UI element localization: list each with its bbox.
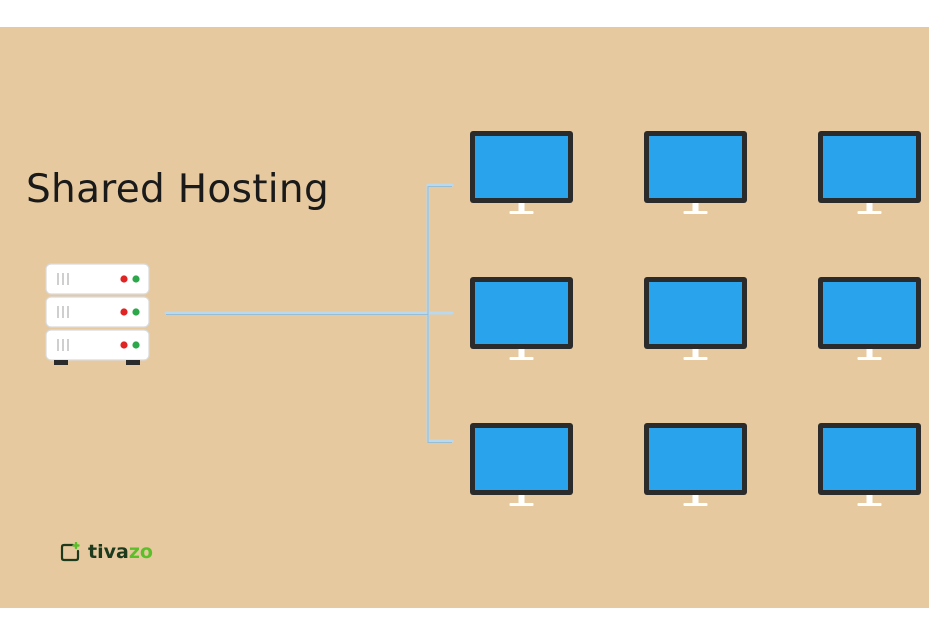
monitor-base xyxy=(683,503,708,506)
monitor-icon xyxy=(470,131,573,214)
monitor-icon xyxy=(818,131,921,214)
status-led-red xyxy=(120,341,128,349)
server-unit xyxy=(45,296,150,328)
status-led-red xyxy=(120,275,128,283)
logo-text-tiva: tiva xyxy=(88,541,129,563)
monitor-base xyxy=(683,357,708,360)
monitor-icon xyxy=(818,423,921,506)
monitor-stand xyxy=(866,349,873,358)
diagram-canvas: Shared Hosting tivazo xyxy=(0,27,929,608)
client-monitors xyxy=(470,131,921,506)
monitor-base xyxy=(509,357,534,360)
server-foot xyxy=(126,360,140,365)
shared-hosting-diagram xyxy=(45,131,921,506)
status-led-green xyxy=(132,275,140,283)
status-led-green xyxy=(132,341,140,349)
status-led-green xyxy=(132,308,140,316)
monitor-stand xyxy=(518,203,525,212)
monitor-screen xyxy=(475,282,568,344)
monitor-icon xyxy=(818,277,921,360)
monitor-stand xyxy=(866,495,873,504)
monitor-screen xyxy=(475,136,568,198)
monitor-icon xyxy=(470,423,573,506)
monitor-base xyxy=(857,503,882,506)
server-unit xyxy=(45,263,150,295)
server-rack-icon xyxy=(45,263,150,365)
monitor-screen xyxy=(649,136,742,198)
monitor-stand xyxy=(518,349,525,358)
monitor-screen xyxy=(649,428,742,490)
network-cables xyxy=(164,183,454,444)
status-led-red xyxy=(120,308,128,316)
monitor-screen xyxy=(823,136,916,198)
monitor-base xyxy=(857,357,882,360)
monitor-icon xyxy=(644,131,747,214)
monitor-stand xyxy=(692,349,699,358)
monitor-base xyxy=(509,211,534,214)
server-foot xyxy=(54,360,68,365)
cable-shadow xyxy=(166,186,452,444)
monitor-stand xyxy=(518,495,525,504)
monitor-icon xyxy=(644,423,747,506)
server-unit xyxy=(45,329,150,361)
monitor-screen xyxy=(649,282,742,344)
monitor-screen xyxy=(823,282,916,344)
monitor-base xyxy=(509,503,534,506)
monitor-stand xyxy=(692,495,699,504)
tivazo-logo-icon xyxy=(60,542,80,562)
monitor-icon xyxy=(644,277,747,360)
monitor-stand xyxy=(866,203,873,212)
logo-text-zo: zo xyxy=(128,541,153,563)
tivazo-logo: tivazo xyxy=(60,541,153,563)
monitor-base xyxy=(857,211,882,214)
monitor-base xyxy=(683,211,708,214)
monitor-stand xyxy=(692,203,699,212)
monitor-screen xyxy=(823,428,916,490)
diagram-title: Shared Hosting xyxy=(26,167,330,212)
monitor-screen xyxy=(475,428,568,490)
monitor-icon xyxy=(470,277,573,360)
